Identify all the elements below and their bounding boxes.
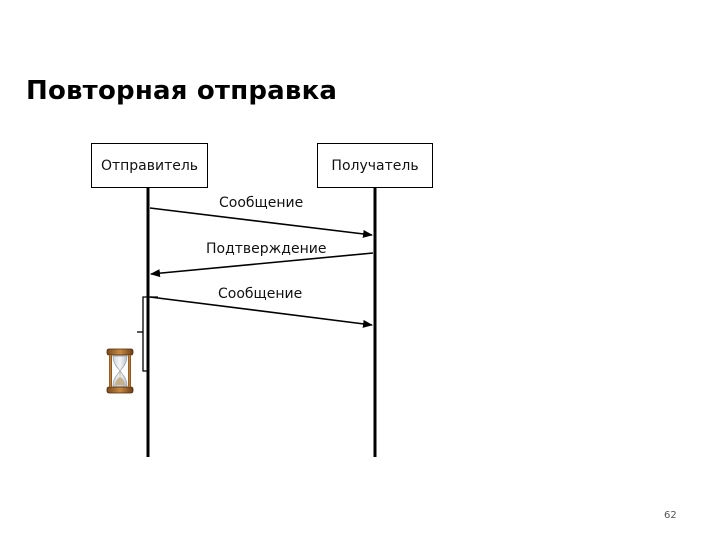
receiver-label: Получатель <box>331 157 419 174</box>
sender-label: Отправитель <box>100 157 199 174</box>
timeout-bracket <box>142 296 158 372</box>
message-label-3: Сообщение <box>218 286 303 302</box>
message-arrow-3 <box>149 296 373 328</box>
page-title: Повторная отправка <box>26 76 338 106</box>
page-number: 62 <box>664 510 677 521</box>
message-label-2: Подтверждение <box>206 241 327 257</box>
message-arrow-2 <box>150 252 374 278</box>
hourglass-icon <box>106 348 134 394</box>
message-label-1: Сообщение <box>219 195 304 211</box>
receiver-box: Получатель <box>317 143 433 188</box>
sender-box: Отправитель <box>91 143 208 188</box>
message-arrow-1 <box>149 207 373 238</box>
